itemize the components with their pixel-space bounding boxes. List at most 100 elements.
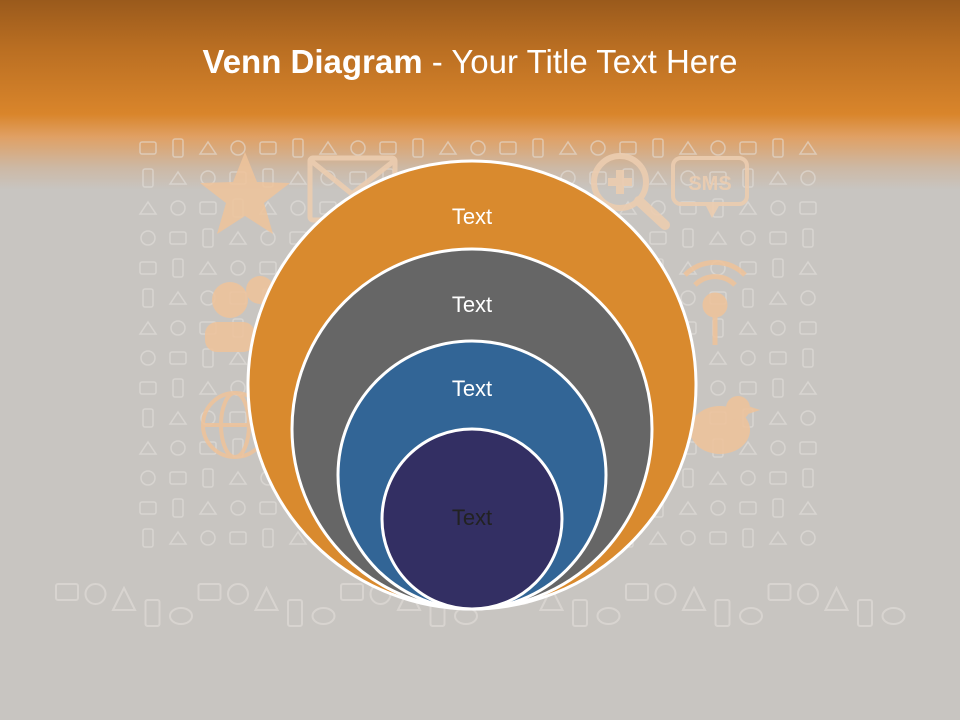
collage-tile-icon [292, 138, 304, 158]
venn-ring-3-label: Text [452, 376, 492, 401]
collage-tile-icon [768, 530, 788, 545]
collage-tile-icon [802, 228, 814, 248]
collage-tile-icon [738, 200, 758, 215]
collage-tile-icon [800, 410, 816, 426]
collage-tile-icon [412, 138, 424, 158]
strip-icon [881, 607, 906, 625]
collage-tile-icon [799, 441, 817, 455]
collage-tile-icon [260, 230, 276, 246]
title-rest: Your Title Text Here [451, 43, 738, 80]
collage-tile-icon [259, 141, 277, 155]
collage-tile-icon [202, 228, 214, 248]
collage-tile-icon [142, 168, 154, 188]
collage-tile-icon [172, 498, 184, 518]
collage-tile-icon [742, 288, 754, 308]
collage-tile-icon [138, 440, 158, 455]
collage-tile-icon [768, 410, 788, 425]
collage-tile-icon [470, 140, 486, 156]
collage-tile-icon [230, 140, 246, 156]
collage-tile-icon [678, 500, 698, 515]
collage-tile-icon [739, 141, 757, 155]
collage-tile-icon [648, 170, 668, 185]
collage-tile-icon [800, 290, 816, 306]
collage-tile-icon [290, 200, 306, 216]
collage-tile-icon [798, 380, 818, 395]
collage-tile-icon [230, 500, 246, 516]
collage-tile-icon [198, 140, 218, 155]
collage-tile-icon [140, 350, 156, 366]
strip-icon [253, 585, 280, 611]
collage-tile-icon [772, 378, 784, 398]
collage-tile-icon [170, 320, 186, 336]
collage-tile-icon [708, 350, 728, 365]
strip-icon [538, 585, 565, 611]
collage-tile-icon [768, 170, 788, 185]
users-icon [205, 276, 274, 352]
strip-icon [311, 607, 336, 625]
collage-tile-icon [350, 140, 366, 156]
collage-tile-icon [262, 528, 274, 548]
collage-tile-icon [169, 351, 187, 365]
collage-tile-icon [590, 140, 606, 156]
collage-tile-icon [438, 140, 458, 155]
strip-icon [767, 583, 792, 601]
strip-icon [111, 585, 137, 611]
collage-tile-icon [230, 260, 246, 276]
strip-icon [596, 607, 621, 625]
strip-icon [197, 583, 222, 601]
collage-tile-icon [288, 170, 308, 185]
collage-tile-icon [772, 138, 784, 158]
collage-tile-icon [142, 528, 154, 548]
strip-icon [714, 599, 731, 627]
collage-tile-icon [800, 530, 816, 546]
collage-tile-icon [802, 348, 814, 368]
strip-icon [572, 599, 588, 627]
collage-tile-icon [740, 350, 756, 366]
collage-tile-icon [168, 410, 188, 425]
collage-tile-icon [200, 530, 216, 546]
collage-tile-icon [800, 170, 816, 186]
collage-tile-icon [139, 261, 157, 275]
collage-tile-icon [228, 350, 248, 365]
collage-tile-icon [198, 260, 218, 275]
strip-icon [169, 607, 193, 625]
collage-tile-icon [170, 200, 186, 216]
strip-icon [654, 583, 677, 605]
collage-tile-icon [799, 321, 817, 335]
collage-tile-icon [142, 408, 154, 428]
collage-tile-icon [228, 470, 248, 485]
collage-tile-icon [138, 320, 158, 335]
title-bold: Venn Diagram [202, 43, 423, 80]
search-plus-icon [591, 153, 670, 230]
collage-tile-icon [740, 230, 756, 246]
collage-tile-icon [648, 530, 668, 545]
collage-tile-icon [139, 501, 157, 515]
collage-tile-icon [199, 201, 217, 215]
venn-ring-1-label: Text [452, 204, 492, 229]
collage-tile-icon [799, 201, 817, 215]
collage-tile-icon [198, 380, 218, 395]
collage-tile-icon [770, 320, 786, 336]
strip-icon [55, 583, 79, 601]
collage-tile-icon [169, 231, 187, 245]
collage-tile-icon [770, 200, 786, 216]
strip-icon [227, 583, 249, 605]
collage-tile-icon [198, 500, 218, 515]
collage-tile-icon [680, 290, 696, 306]
collage-tile-icon [802, 468, 814, 488]
collage-tile-icon [798, 500, 818, 515]
venn-ring-2-label: Text [452, 292, 492, 317]
collage-tile-icon [499, 141, 517, 155]
star-icon [200, 152, 290, 234]
strip-icon [681, 585, 707, 611]
collage-tile-icon [202, 348, 214, 368]
collage-tile-icon [739, 501, 757, 515]
collage-tile-icon [770, 440, 786, 456]
collage-tile-icon [649, 231, 667, 245]
collage-tile-icon [288, 530, 308, 545]
venn-ring-4-label: Text [452, 505, 492, 530]
collage-tile-icon [682, 228, 694, 248]
strip-icon [340, 583, 364, 601]
collage-tile-icon [772, 258, 784, 278]
collage-tile-icon [138, 200, 158, 215]
